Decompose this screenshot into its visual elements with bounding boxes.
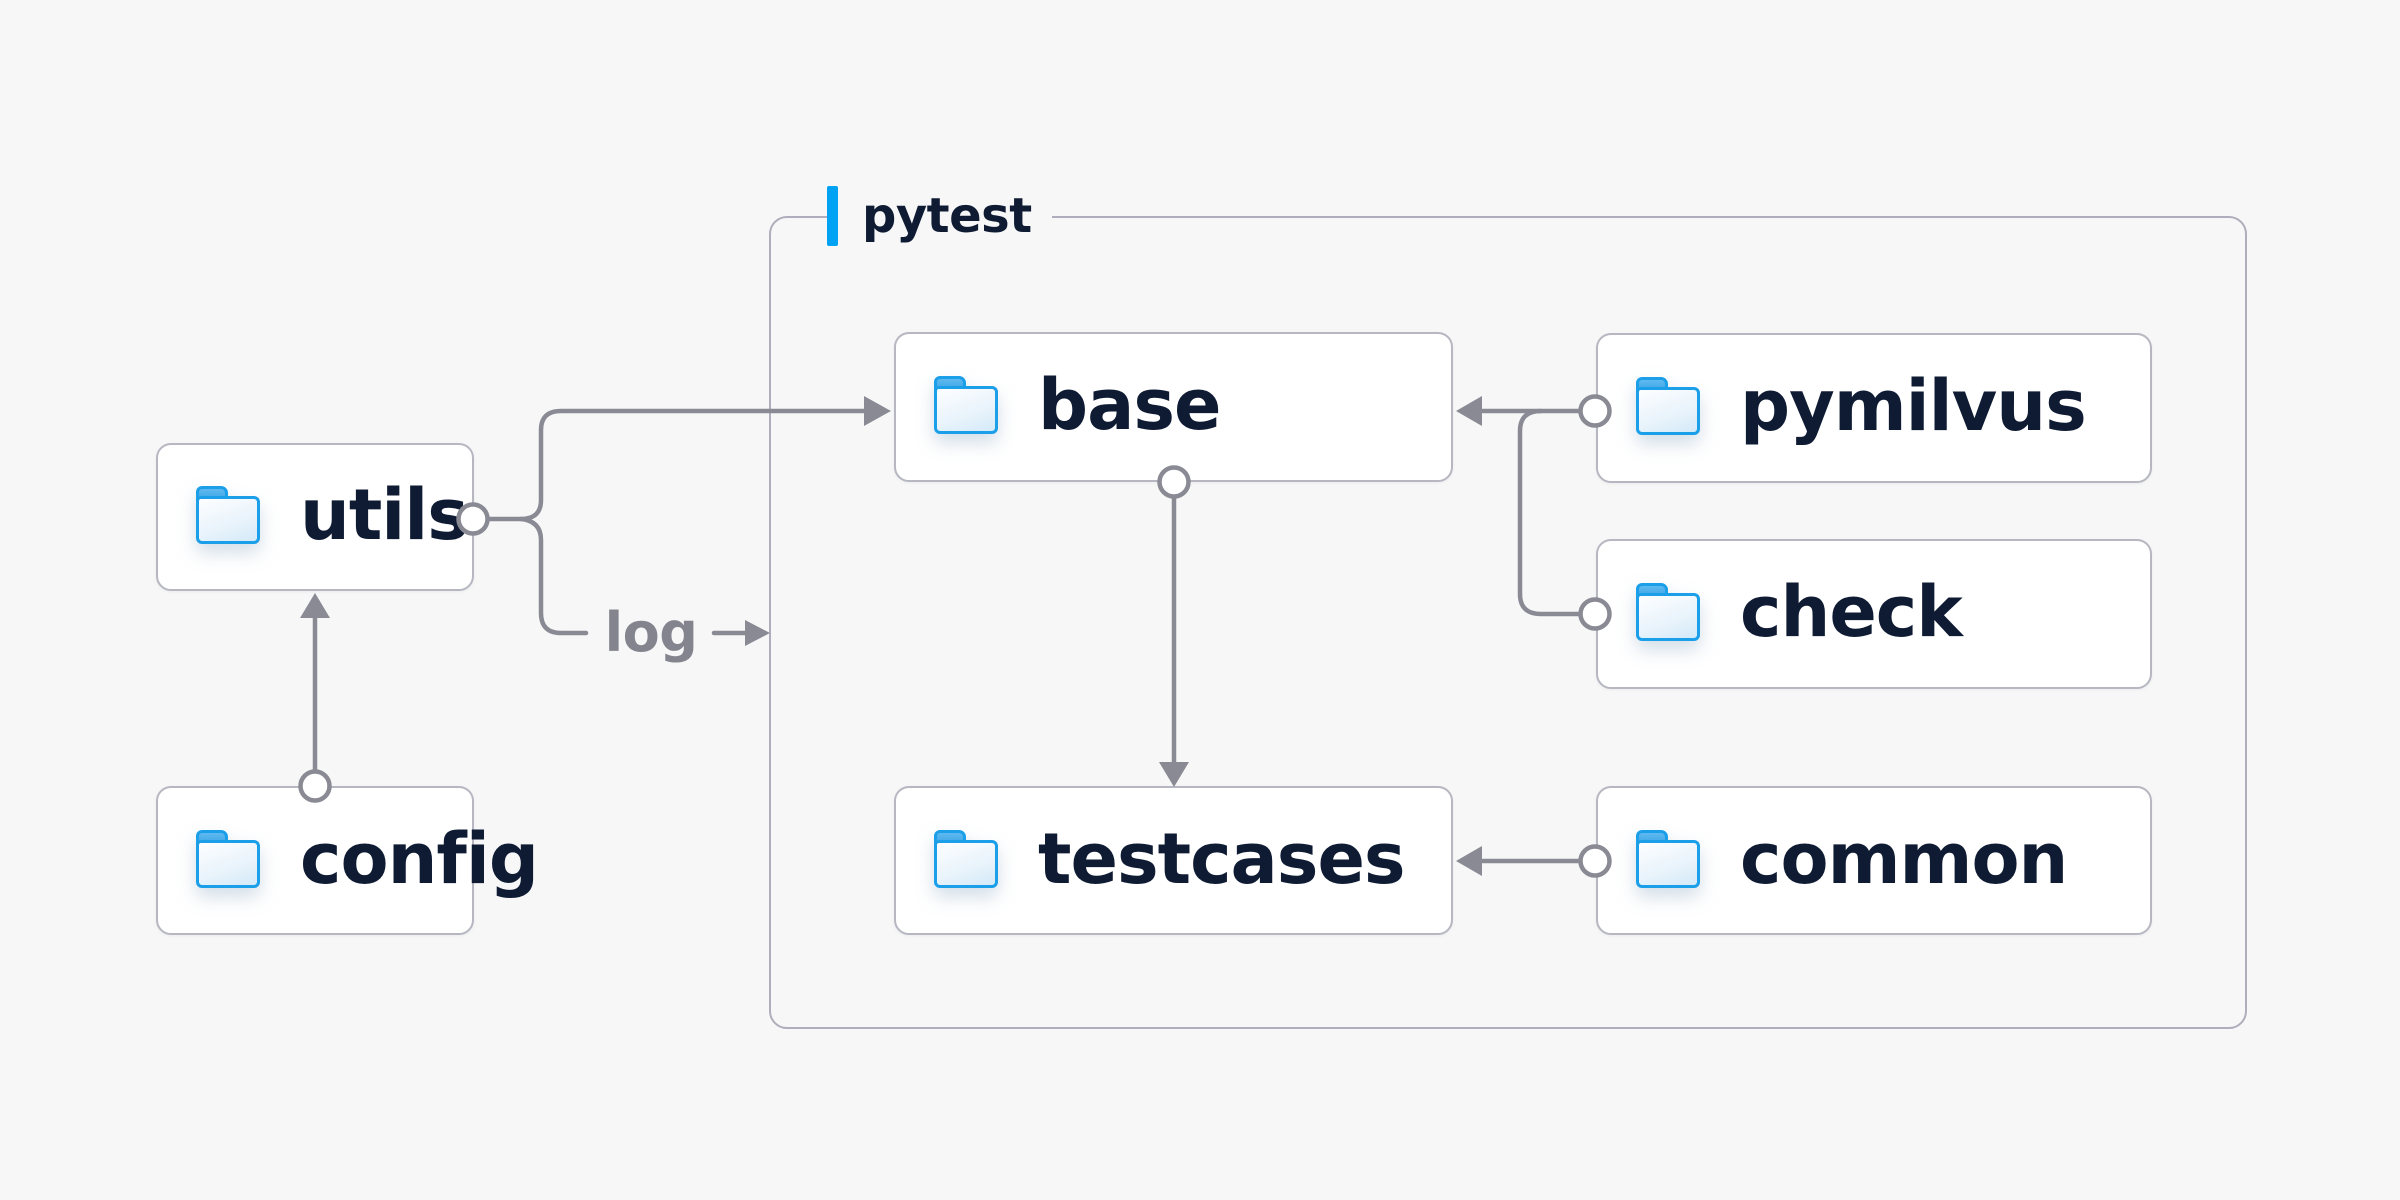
- folder-icon: [1636, 829, 1700, 888]
- folder-icon: [934, 829, 998, 888]
- arrowhead-into-utils: [300, 593, 330, 618]
- node-label: check: [1740, 571, 1963, 653]
- folder-icon: [1636, 583, 1700, 641]
- node-utils: utils: [156, 443, 474, 591]
- node-testcases: testcases: [894, 786, 1453, 935]
- node-config: config: [156, 786, 539, 935]
- node-label: config: [300, 817, 539, 900]
- folder-icon: [1636, 377, 1700, 435]
- node-pymilvus: pymilvus: [1596, 333, 2152, 483]
- arrowhead-log: [745, 620, 770, 646]
- folder-icon: [934, 376, 998, 434]
- node-base: base: [894, 332, 1453, 482]
- edge-label-log: log: [604, 601, 698, 664]
- node-label: testcases: [1038, 817, 1406, 900]
- node-label: pymilvus: [1740, 365, 2087, 447]
- node-label: common: [1740, 817, 2068, 900]
- pytest-group-label-text: pytest: [862, 188, 1032, 244]
- node-label: base: [1038, 364, 1221, 446]
- node-check: check: [1596, 539, 2152, 689]
- edge-utils-log: [518, 516, 589, 636]
- pytest-group-box: [769, 216, 2247, 1029]
- node-label: utils: [300, 474, 469, 556]
- folder-icon: [196, 486, 260, 544]
- node-common: common: [1596, 786, 2152, 935]
- pytest-group-label: pytest: [827, 186, 1052, 246]
- accent-bar: [827, 186, 838, 246]
- folder-icon: [196, 829, 260, 888]
